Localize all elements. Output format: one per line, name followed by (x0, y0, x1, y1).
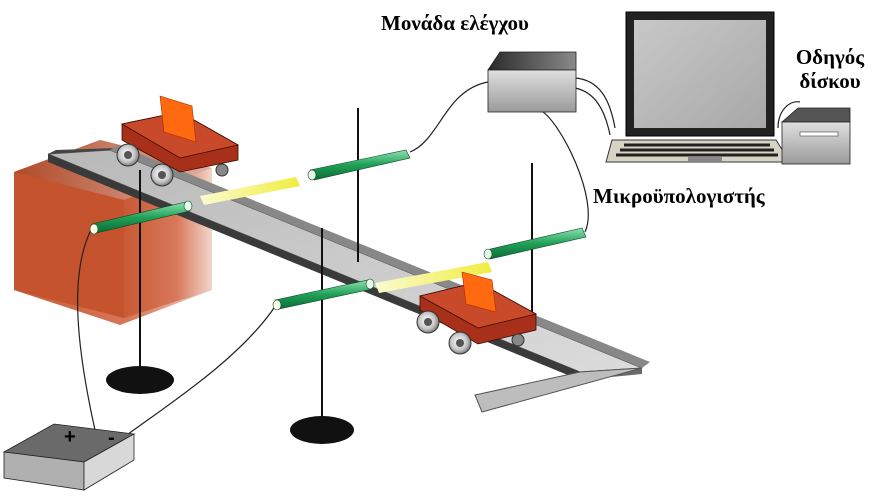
disk-drive (780, 107, 851, 165)
cart-upper (116, 95, 240, 187)
battery-minus-sign: - (108, 427, 115, 449)
flag-upper (159, 95, 197, 143)
light-beam-lower (375, 262, 492, 293)
disk-drive-label-line1: Οδηγός (795, 45, 865, 69)
stand-left (106, 170, 174, 394)
wires (77, 77, 801, 441)
laptop-computer (605, 11, 791, 163)
cart-lower (416, 271, 538, 355)
battery-plus-sign: + (64, 426, 76, 448)
photogate-sensor-lower-rear (483, 227, 587, 260)
disk-drive-label-line2: δίσκου (799, 69, 861, 93)
photogate-sensor-upper-front (89, 200, 193, 235)
stand-middle (290, 228, 354, 444)
control-unit-label: Μονάδα ελέγχου (381, 11, 529, 35)
keyboard (616, 143, 778, 157)
photogate-sensor-upper-rear (307, 149, 411, 181)
computer-label: Μικροϋπολογιστής (593, 184, 765, 208)
photogate-sensor-lower-front (272, 278, 375, 311)
disk-drive-label: Οδηγός δίσκου (790, 45, 870, 93)
control-unit (487, 51, 577, 113)
light-beam-upper (200, 177, 300, 205)
flag-lower (461, 271, 497, 313)
battery (2, 423, 136, 491)
